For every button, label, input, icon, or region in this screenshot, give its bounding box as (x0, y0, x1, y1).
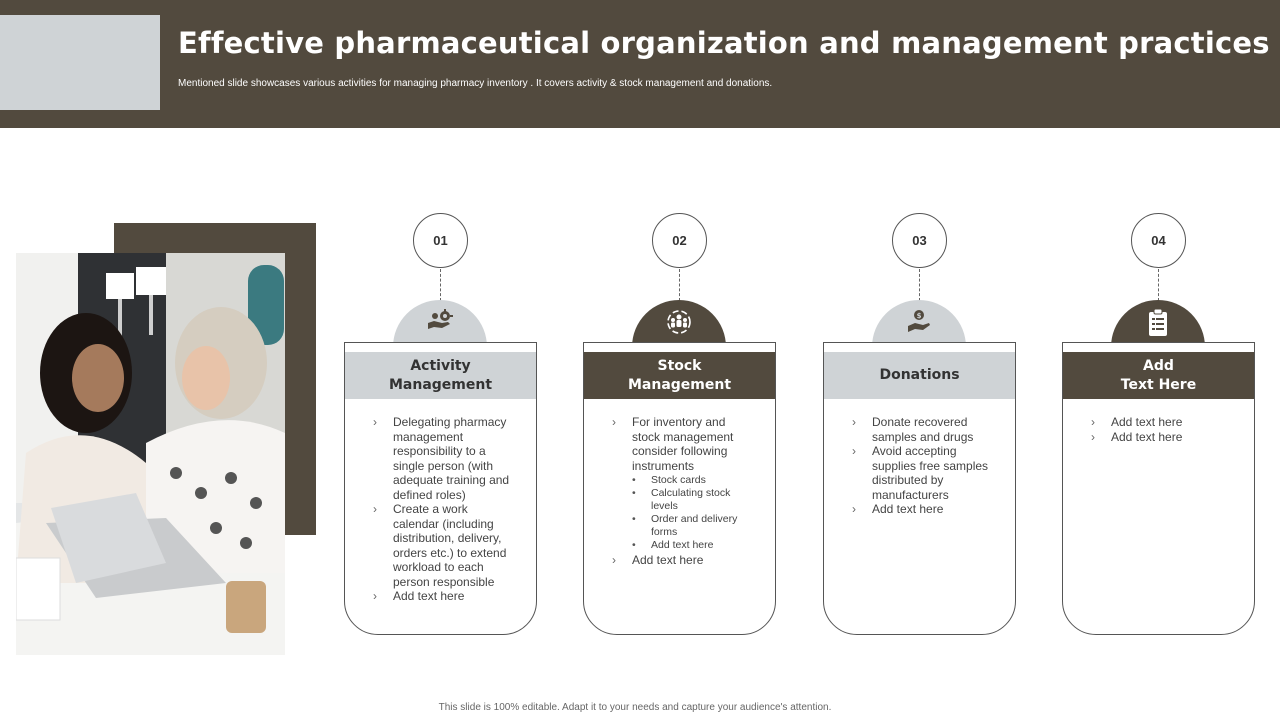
donations-card: Donations Donate recovered samples and d… (823, 342, 1016, 635)
step-number-badge: 03 (892, 213, 947, 268)
icon-tab: $ (872, 300, 966, 347)
footer-note: This slide is 100% editable. Adapt it to… (438, 702, 832, 713)
icon-tab (632, 300, 726, 347)
bullet-list: Add text here Add text here (1063, 415, 1254, 444)
bullet-list: For inventory and stock management consi… (584, 415, 775, 568)
sub-list-item: Stock cards (632, 474, 755, 487)
svg-text:$: $ (917, 312, 922, 320)
heading-line-2: Management (388, 376, 493, 393)
list-item: Create a work calendar (including distri… (373, 502, 516, 589)
connector-line (679, 269, 680, 301)
office-photo (16, 253, 285, 655)
icon-tab (393, 300, 487, 347)
page-title: Effective pharmaceutical organization an… (178, 26, 1270, 60)
clipboard-icon (1149, 309, 1167, 336)
sub-list-item: Calculating stock levels (632, 487, 755, 513)
team-cycle-icon (667, 310, 691, 334)
heading-line-2: Text Here (1120, 376, 1197, 393)
list-item: Add text here (1091, 415, 1234, 430)
step-number-badge: 04 (1131, 213, 1186, 268)
sub-list-item: Add text here (632, 539, 755, 552)
heading-line-2: Management (627, 376, 732, 393)
list-item: Donate recovered samples and drugs (852, 415, 995, 444)
sub-bullet-list: Stock cards Calculating stock levels Ord… (632, 474, 755, 552)
list-item: Add text here (852, 502, 995, 517)
list-item: Avoid accepting supplies free samples di… (852, 444, 995, 502)
column-donations: 03 $ Donations Donate recovered samples … (823, 213, 1016, 635)
connector-line (919, 269, 920, 301)
heading-line-1: Stock (657, 357, 702, 374)
bullet-list: Donate recovered samples and drugs Avoid… (824, 415, 1015, 517)
icon-tab (1111, 300, 1205, 347)
heading-line-1: Add (1143, 357, 1174, 374)
list-item: Delegating pharmacy management responsib… (373, 415, 516, 502)
list-item: Add text here (373, 589, 516, 604)
step-number-badge: 02 (652, 213, 707, 268)
list-item: Add text here (612, 553, 755, 568)
connector-line (1158, 269, 1159, 301)
card-heading: Donations (824, 352, 1015, 399)
donation-hand-icon: $ (908, 310, 930, 332)
gear-hand-icon (428, 309, 453, 329)
step-number-badge: 01 (413, 213, 468, 268)
heading-line-1: Donations (879, 367, 960, 383)
list-item-text: For inventory and stock management consi… (632, 415, 734, 473)
bullet-list: Delegating pharmacy management responsib… (345, 415, 536, 604)
header-accent-block (0, 15, 160, 110)
sub-list-item: Order and delivery forms (632, 513, 755, 539)
heading-line-1: Activity (410, 357, 471, 374)
header-bar: Effective pharmaceutical organization an… (0, 0, 1280, 128)
list-item: Add text here (1091, 430, 1234, 445)
list-item: For inventory and stock management consi… (612, 415, 755, 552)
page-subtitle: Mentioned slide showcases various activi… (178, 78, 773, 89)
connector-line (440, 269, 441, 301)
